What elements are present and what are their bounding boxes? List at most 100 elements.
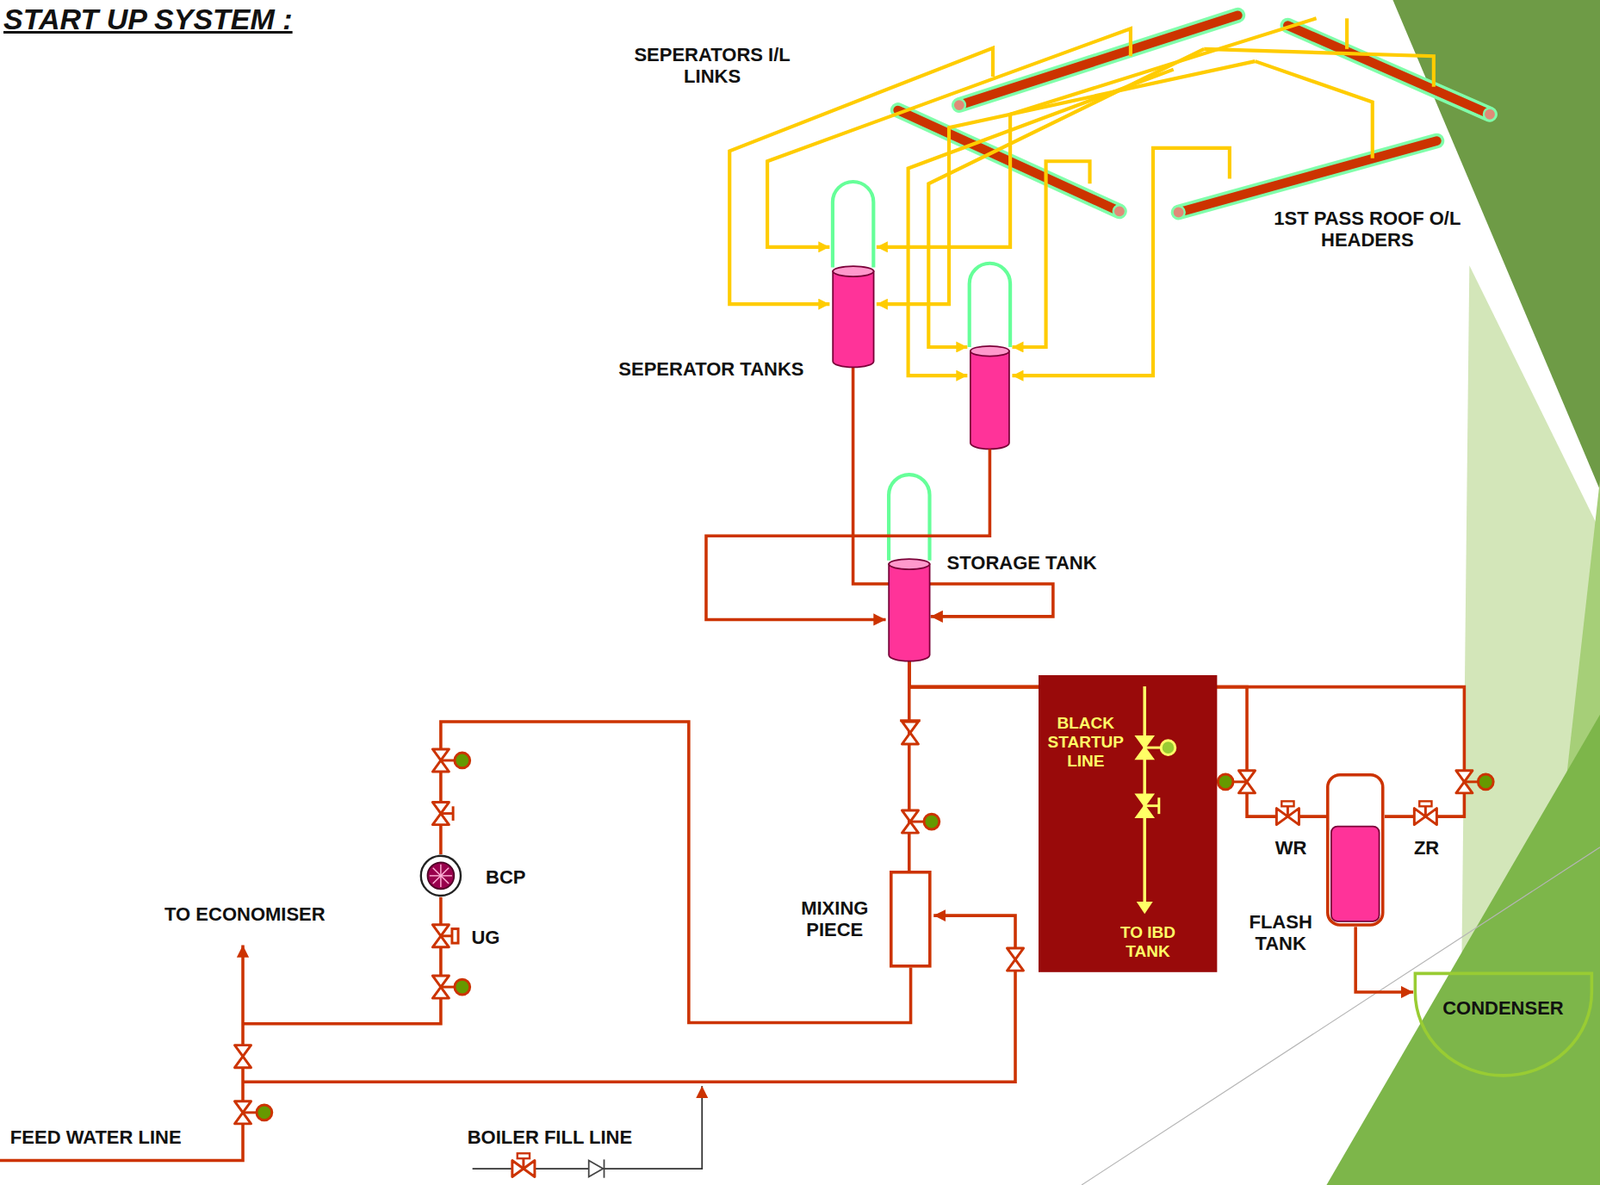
pipe-label: FEED WATER LINE — [10, 1126, 182, 1148]
valve-handwheel — [1158, 798, 1161, 815]
pump-casing — [421, 855, 461, 896]
pipe-label: BOILER FILL LINE — [467, 1126, 633, 1148]
link-pipe — [876, 18, 1317, 247]
wr-valve — [1276, 800, 1299, 825]
drain-pipe — [706, 448, 990, 620]
pipe-connector — [1355, 926, 1414, 993]
header-outline — [1178, 141, 1438, 213]
flash-tank-shape — [1326, 773, 1385, 927]
header-outline — [1287, 25, 1490, 115]
condenser-outline — [1415, 973, 1593, 1075]
zr-valve — [1413, 800, 1437, 825]
node-label: BCP — [485, 866, 526, 888]
vent-loop — [969, 263, 1011, 348]
tank-body — [888, 564, 930, 662]
node-label: MIXING PIECE — [788, 897, 881, 942]
node-label: SEPERATOR TANKS — [618, 358, 804, 380]
separator-tank — [970, 351, 1010, 450]
vent-loops — [832, 181, 1011, 561]
link-pipe — [1011, 161, 1090, 348]
condenser: CONDENSER — [1413, 971, 1594, 1078]
pipe-connector — [909, 661, 1039, 688]
link-pipe — [1254, 61, 1372, 159]
pipe-label: WR — [1275, 837, 1308, 859]
condenser-shape — [1413, 971, 1594, 1078]
header-end — [953, 99, 966, 112]
link-pipe — [1203, 49, 1434, 87]
link-pipe — [1011, 148, 1229, 376]
pipe-connector — [907, 661, 912, 871]
pipe-label: ZR — [1413, 837, 1439, 859]
valve-symbol — [235, 1045, 252, 1068]
storage-tank: STORAGE TANK — [887, 558, 931, 662]
actuated-valve — [901, 810, 939, 833]
fill-valve — [512, 1153, 535, 1177]
header-pipe — [959, 15, 1238, 106]
header-end — [1172, 205, 1185, 218]
actuated-valve — [1456, 770, 1494, 794]
mixing-piece: MIXING PIECE — [889, 870, 932, 968]
tank-top — [832, 266, 874, 277]
vent-loop — [832, 181, 874, 268]
pump-symbol: BCP — [419, 854, 463, 898]
tank-top — [888, 558, 930, 570]
pipe-label: SEPERATORS I/L LINKS — [617, 43, 807, 88]
pipe-connector — [440, 721, 912, 1024]
header-end — [1483, 108, 1496, 121]
node-label: BLACK STARTUP LINE — [1041, 713, 1131, 771]
link-pipe — [1345, 18, 1349, 50]
flash-tank-water — [1331, 826, 1380, 922]
pipe-label: TO ECONOMISER — [164, 903, 326, 925]
valve-stem — [1144, 805, 1160, 808]
flash-tank-shell — [1327, 775, 1383, 925]
arrowhead — [1136, 901, 1154, 914]
header-outline — [959, 15, 1238, 106]
pipe-connector — [853, 367, 1054, 617]
tank-body — [832, 271, 874, 367]
link-pipe — [908, 69, 1174, 377]
check-valve — [589, 1159, 605, 1178]
flash-tank: FLASH TANK — [1326, 773, 1385, 927]
node-label: CONDENSER — [1442, 997, 1564, 1019]
inlet-links — [729, 18, 1434, 376]
ug-valve — [432, 924, 459, 948]
pipe-label: UG — [471, 926, 500, 949]
valve-symbol — [1007, 948, 1024, 971]
outlet-headers — [898, 15, 1496, 219]
pump-symbol-shape — [419, 854, 463, 898]
node-label: FLASH TANK — [1237, 911, 1324, 956]
storage-tank-shape — [887, 558, 931, 662]
page-title: START UP SYSTEM : — [3, 2, 293, 37]
valve-actuator — [1160, 740, 1176, 756]
hand-valve — [432, 802, 453, 825]
actuated-valve — [432, 749, 470, 772]
node-label: TO IBD TANK — [1099, 923, 1197, 962]
header-pipe — [1178, 141, 1438, 213]
startup-band: BLACK STARTUP LINE TO IBD TANK — [1038, 675, 1217, 973]
valve-stem — [1144, 746, 1161, 750]
actuated-valve — [1217, 770, 1255, 794]
separator-tank-shape — [831, 265, 875, 367]
vent-loop — [888, 474, 930, 561]
link-pipe — [928, 49, 1204, 348]
decor-triangle — [1326, 714, 1600, 1185]
header-end — [1113, 204, 1126, 218]
node-label: STORAGE TANK — [947, 551, 1098, 574]
piping — [0, 448, 1016, 1169]
feed-water-pipe — [0, 944, 243, 1160]
separator-tank: SEPERATOR TANKS — [831, 265, 875, 367]
band-ground — [1038, 675, 1217, 973]
pump-impeller — [427, 862, 454, 889]
gate-valve — [899, 720, 921, 745]
pipe-label: 1ST PASS ROOF O/L HEADERS — [1255, 207, 1480, 252]
mixing-piece-shape — [889, 870, 932, 968]
actuated-valve — [432, 975, 470, 999]
actuated-valve — [235, 1101, 273, 1124]
header-pipe — [1287, 25, 1490, 115]
mixing-box — [891, 872, 931, 967]
impeller-vane — [433, 867, 449, 883]
